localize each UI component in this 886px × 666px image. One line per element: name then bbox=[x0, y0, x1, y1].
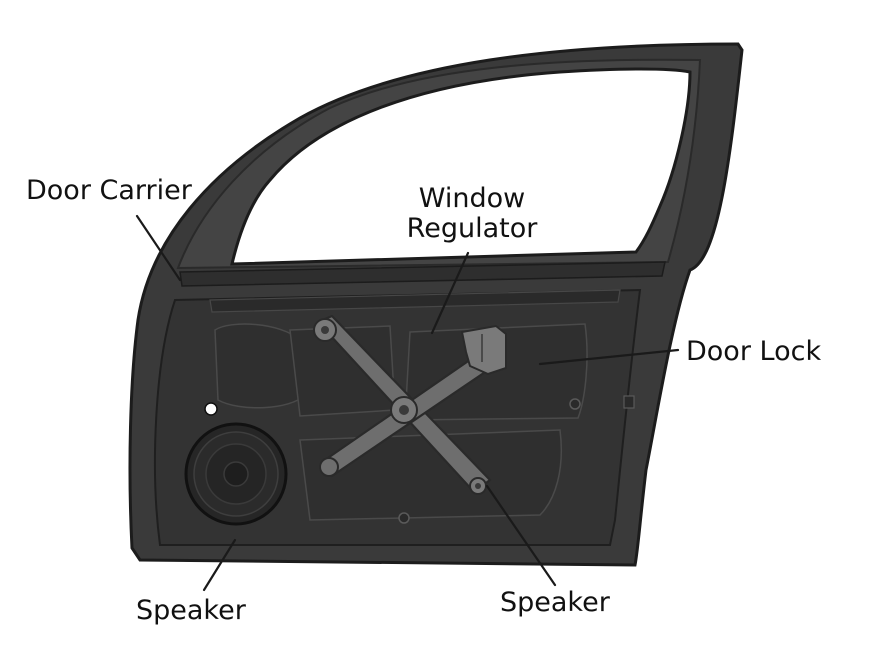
upper-rail bbox=[209, 289, 621, 313]
leader-door-carrier bbox=[135, 214, 182, 282]
leader-speaker-left bbox=[202, 538, 237, 592]
window-regulator bbox=[313, 314, 507, 495]
mounting-hole-bottom bbox=[398, 512, 410, 524]
label-speaker-right: Speaker bbox=[500, 587, 610, 618]
label-window-regulator-line2: Regulator bbox=[406, 213, 538, 244]
leader-window-regulator bbox=[430, 251, 470, 335]
leader-door-lock bbox=[538, 348, 680, 366]
mounting-hole-left bbox=[204, 402, 218, 416]
speaker-unit bbox=[184, 422, 288, 526]
latch-slot bbox=[623, 395, 635, 409]
label-window-regulator: Window Regulator bbox=[392, 184, 552, 244]
leader-speaker-right bbox=[485, 484, 557, 587]
label-speaker-left: Speaker bbox=[136, 595, 246, 626]
label-window-regulator-line1: Window bbox=[418, 183, 526, 214]
window-opening bbox=[230, 67, 692, 266]
regulator-bracket bbox=[461, 325, 507, 375]
label-door-lock: Door Lock bbox=[686, 336, 822, 367]
window-sill bbox=[179, 261, 666, 287]
label-door-carrier: Door Carrier bbox=[26, 175, 192, 206]
mounting-hole-right bbox=[569, 398, 581, 410]
